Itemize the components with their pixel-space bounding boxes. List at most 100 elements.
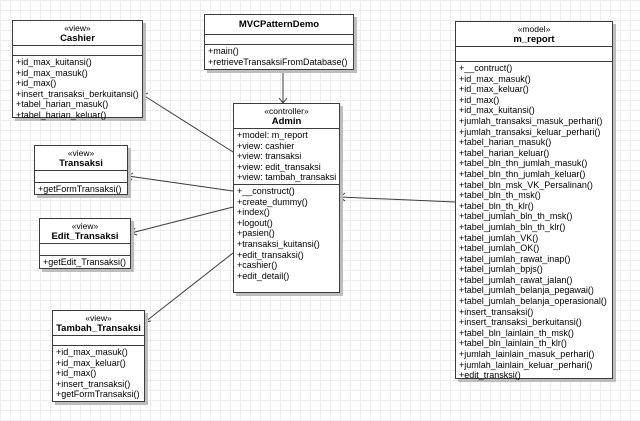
operation-row: +id_max_kuitansi() bbox=[459, 105, 535, 116]
class-admin[interactable]: «controller» Admin +model: m_report +vie… bbox=[233, 103, 340, 293]
link-admin-transaksi bbox=[127, 175, 234, 192]
class-tambah-transaksi[interactable]: «view» Tambah_Transaksi +id_max_masuk() … bbox=[52, 310, 145, 402]
class-cashier-attributes bbox=[13, 46, 142, 56]
operation-row: +edit_detail() bbox=[237, 270, 290, 281]
operation-row: +main() bbox=[208, 46, 239, 56]
class-mvc-pattern-demo[interactable]: MVCPatternDemo +main() +retrieveTransaks… bbox=[204, 14, 354, 70]
class-admin-header: «controller» Admin bbox=[234, 104, 339, 129]
operation-row: +index() bbox=[237, 207, 270, 218]
class-m-report-header: «model» m_report bbox=[456, 22, 612, 47]
attribute-row: +view: tambah_transaksi bbox=[237, 172, 337, 183]
operation-row: +jumlah_transaksi_masuk_perhari() bbox=[459, 115, 603, 126]
operation-row: +tabel_jumlah_belanja_operasional() bbox=[459, 296, 607, 307]
class-m-report-name: m_report bbox=[513, 34, 555, 45]
operation-row: +id_max() bbox=[459, 94, 500, 105]
class-tambah-transaksi-attributes bbox=[53, 336, 144, 346]
operation-row: +tabel_bln_th_klr() bbox=[459, 200, 534, 211]
arrow-cashier bbox=[142, 92, 149, 101]
operation-row: +id_max_masuk() bbox=[16, 67, 88, 78]
class-tambah-transaksi-operations: +id_max_masuk() +id_max_keluar() +id_max… bbox=[53, 346, 144, 401]
class-m-report[interactable]: «model» m_report +__contruct() +id_max_m… bbox=[455, 21, 613, 382]
operation-row: +tabel_bln_thn_jumlah_keluar() bbox=[459, 168, 586, 179]
class-mvc-operations: +main() +retrieveTransaksiFromDatabase() bbox=[205, 45, 353, 68]
operation-row: +edit_transaksi() bbox=[237, 249, 304, 260]
operation-row: +tabel_harian_masuk() bbox=[459, 137, 552, 148]
arrow-edit-transaksi bbox=[130, 227, 138, 236]
class-mvc-header: MVCPatternDemo bbox=[205, 15, 353, 35]
operation-row: +id_max_kuitansi() bbox=[16, 57, 92, 67]
operation-row: +tabel_harian_keluar() bbox=[459, 147, 550, 158]
class-cashier[interactable]: «view» Cashier +id_max_kuitansi() +id_ma… bbox=[12, 20, 143, 120]
class-edit-transaksi-header: «view» Edit_Transaksi bbox=[40, 219, 130, 244]
class-mvc-name: MVCPatternDemo bbox=[238, 19, 320, 30]
class-m-report-operations: +__contruct() +id_max_masuk() +id_max_ke… bbox=[456, 62, 612, 382]
class-m-report-stereotype: «model» bbox=[517, 24, 551, 34]
operation-row: +insert_transaksi_berkuitansi() bbox=[459, 317, 582, 328]
class-cashier-name: Cashier bbox=[60, 33, 95, 44]
operation-row: +id_max_masuk() bbox=[459, 73, 531, 84]
operation-row: +tabel_bln_lainlain_th_klr() bbox=[459, 338, 567, 349]
arrow-transaksi bbox=[127, 172, 134, 181]
operation-row: +tabel_jumlah_bln_th_klr() bbox=[459, 221, 566, 232]
class-transaksi-name: Transaksi bbox=[59, 158, 103, 169]
operation-row: +tabel_jumlah_VK() bbox=[459, 232, 539, 243]
class-m-report-attributes bbox=[456, 47, 612, 62]
attribute-row: +view: edit_transaksi bbox=[237, 161, 321, 172]
attribute-row: +model: m_report bbox=[237, 130, 308, 140]
operation-row: +tabel_jumlah_bpjs() bbox=[459, 264, 543, 275]
link-admin-m-report bbox=[339, 196, 456, 203]
class-edit-transaksi-name: Edit_Transaksi bbox=[51, 231, 119, 242]
operation-row: +tabel_jumlah_rawat_jalan() bbox=[459, 274, 573, 285]
operation-row: +tabel_bln_lainlain_th_msk() bbox=[459, 327, 574, 338]
arrow-tambah-transaksi bbox=[144, 315, 152, 323]
operation-row: +tabel_bln_thn_jumlah_masuk() bbox=[459, 158, 588, 169]
operation-row: +tabel_bln_msk_VK_Persalinan() bbox=[459, 179, 593, 190]
operation-row: +tabel_jumlah_belanja_pegawai() bbox=[459, 285, 594, 296]
operation-row: +create_dummy() bbox=[237, 196, 308, 207]
link-admin-edit-transaksi bbox=[130, 206, 234, 234]
operation-row: +pasien() bbox=[237, 228, 275, 239]
operation-row: +tabel_harian_masuk() bbox=[16, 99, 109, 110]
operation-row: +cashier() bbox=[237, 260, 278, 271]
link-admin-tambah-transaksi bbox=[144, 252, 234, 323]
operation-row: +__contruct() bbox=[459, 63, 513, 73]
operation-row: +insert_transaksi_berkuitansi() bbox=[16, 88, 139, 99]
operation-row: +id_max_keluar() bbox=[56, 357, 126, 368]
operation-row: +id_max() bbox=[56, 368, 97, 379]
operation-row: +jumlah_transaksi_keluar_perhari() bbox=[459, 126, 601, 137]
operation-row: +logout() bbox=[237, 217, 273, 228]
operation-row: +tabel_jumlah_rawat_inap() bbox=[459, 253, 571, 264]
operation-row: +jumlah_lainlain_masuk_perhari() bbox=[459, 349, 595, 360]
class-transaksi-header: «view» Transaksi bbox=[35, 146, 127, 171]
attribute-row: +view: transaksi bbox=[237, 151, 302, 162]
class-mvc-attributes bbox=[205, 35, 353, 45]
class-edit-transaksi[interactable]: «view» Edit_Transaksi +getEdit_Transaksi… bbox=[39, 218, 131, 269]
arrow-m-report-side bbox=[339, 192, 346, 202]
class-admin-name: Admin bbox=[271, 116, 302, 127]
class-transaksi[interactable]: «view» Transaksi +getFormTransaksi() bbox=[34, 145, 128, 195]
operation-row: +tabel_jumlah_OK() bbox=[459, 243, 540, 254]
operation-row: +insert_transaksi() bbox=[56, 378, 131, 389]
class-admin-attributes: +model: m_report +view: cashier +view: t… bbox=[234, 129, 339, 185]
class-admin-operations: +__construct() +create_dummy() +index() … bbox=[234, 185, 339, 282]
class-cashier-stereotype: «view» bbox=[64, 23, 91, 33]
class-edit-transaksi-attributes bbox=[40, 244, 130, 256]
operation-row: +insert_transaksi() bbox=[459, 306, 534, 317]
operation-row: +transaksi_kuitansi() bbox=[237, 238, 320, 249]
class-admin-stereotype: «controller» bbox=[264, 106, 309, 116]
operation-row: +edit_transksi() bbox=[459, 370, 521, 381]
operation-row: +getFormTransaksi() bbox=[56, 389, 140, 400]
operation-row: +getEdit_Transaksi() bbox=[43, 257, 126, 267]
operation-row: +tabel_bln_th_msk() bbox=[459, 190, 541, 201]
operation-row: +id_max() bbox=[16, 78, 57, 89]
operation-row: +jumlah_lainlain_keluar_perhari() bbox=[459, 359, 593, 370]
operation-row: +tabel_jumlah_bln_th_msk() bbox=[459, 211, 573, 222]
class-cashier-header: «view» Cashier bbox=[13, 21, 142, 46]
class-cashier-operations: +id_max_kuitansi() +id_max_masuk() +id_m… bbox=[13, 56, 142, 122]
operation-row: +id_max_masuk() bbox=[56, 347, 128, 357]
class-tambah-transaksi-stereotype: «view» bbox=[85, 313, 112, 323]
operation-row: +getFormTransaksi() bbox=[38, 184, 122, 194]
class-transaksi-operations: +getFormTransaksi() bbox=[35, 183, 127, 196]
class-transaksi-attributes bbox=[35, 171, 127, 183]
